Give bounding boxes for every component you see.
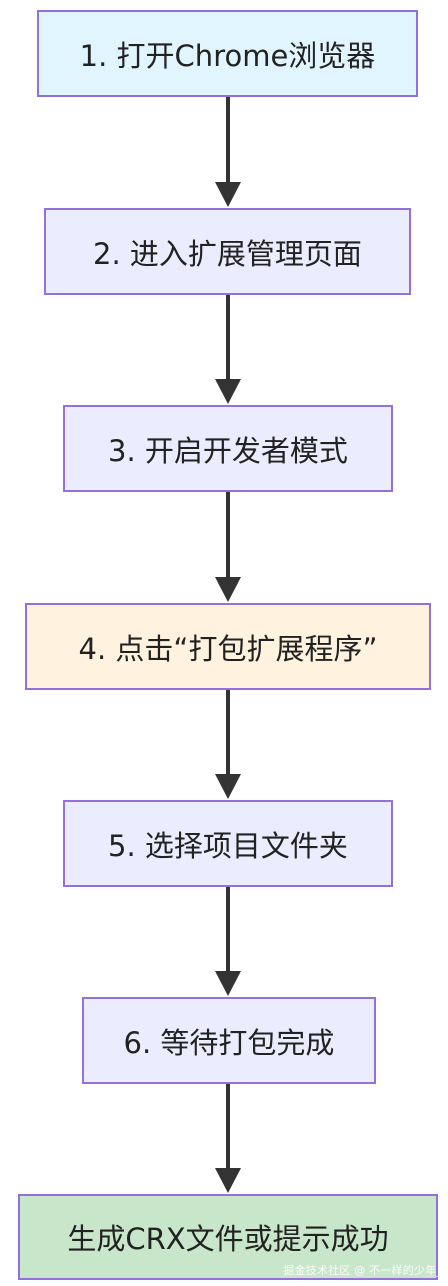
- arrow-head-3: [215, 577, 241, 602]
- watermark-text: 掘金技术社区 @ 不一样的少年_: [283, 1264, 442, 1277]
- node-select-project-folder: 5. 选择项目文件夹: [63, 800, 393, 887]
- node-wait-pack-complete: 6. 等待打包完成: [82, 997, 376, 1084]
- arrow-head-5: [215, 971, 241, 996]
- arrow-head-2: [215, 379, 241, 404]
- arrow-head-4: [215, 774, 241, 799]
- arrow-head-1: [215, 182, 241, 207]
- node-generate-crx-success: 生成CRX文件或提示成功: [18, 1194, 438, 1280]
- node-click-pack-extension: 4. 点击“打包扩展程序”: [25, 603, 431, 690]
- node-open-chrome: 1. 打开Chrome浏览器: [37, 10, 418, 97]
- node-open-extensions-page: 2. 进入扩展管理页面: [44, 208, 411, 295]
- arrow-head-6: [215, 1168, 241, 1193]
- node-enable-developer-mode: 3. 开启开发者模式: [63, 405, 393, 492]
